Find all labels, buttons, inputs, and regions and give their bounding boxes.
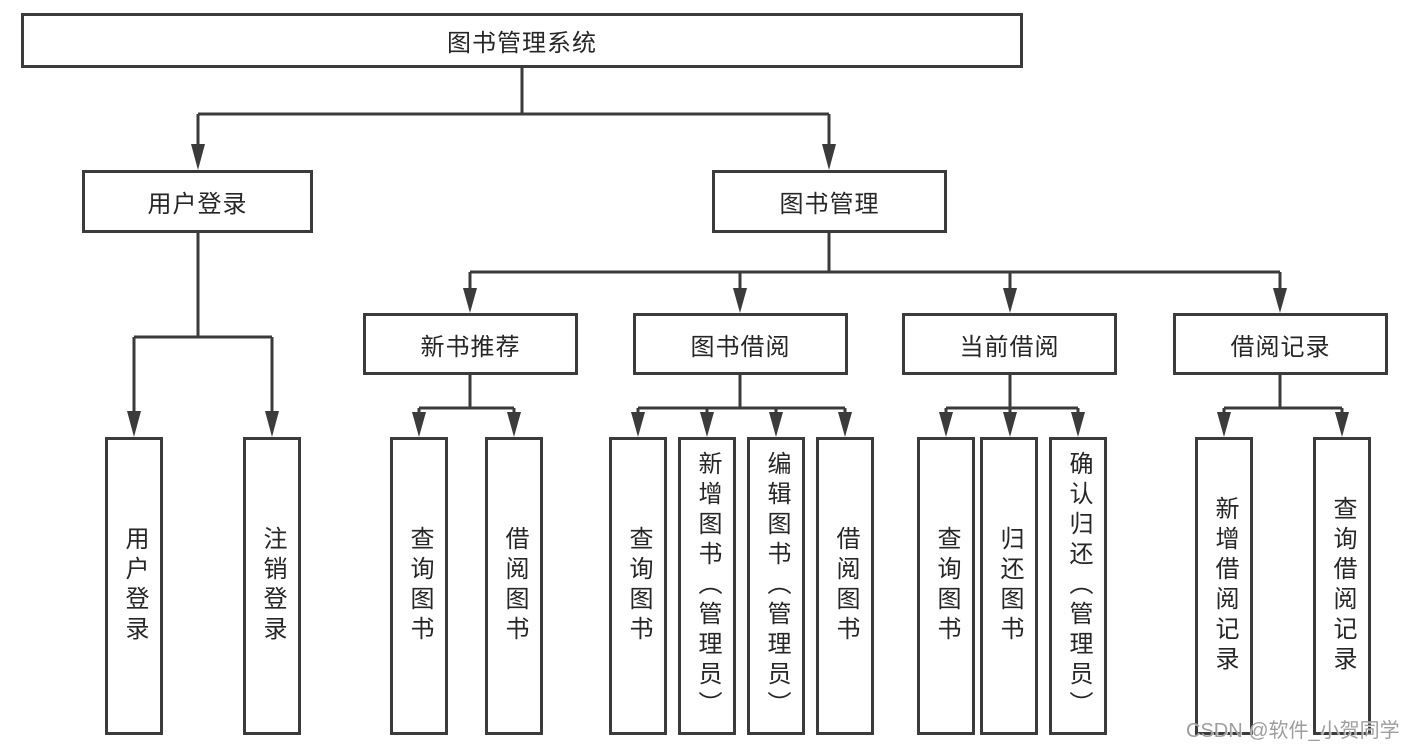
node-current-borrow: 当前借阅 (902, 313, 1117, 375)
leaf-query-book-borrow: 查询图书 (609, 437, 667, 735)
leaf-query-book-current: 查询图书 (917, 437, 975, 735)
leaf-return-book: 归还图书 (980, 437, 1038, 735)
node-book-borrow: 图书借阅 (633, 313, 848, 375)
leaf-logout: 注销登录 (243, 437, 301, 735)
leaf-borrow-book: 借阅图书 (816, 437, 874, 735)
leaf-add-borrow-record: 新增借阅记录 (1195, 437, 1253, 735)
leaf-user-login: 用户登录 (105, 437, 163, 735)
node-library-system: 图书管理系统 (21, 13, 1023, 68)
leaf-edit-book-admin: 编辑图书（管理员） (747, 437, 805, 735)
leaf-add-book-admin: 新增图书（管理员） (678, 437, 736, 735)
node-user-login: 用户登录 (82, 170, 313, 233)
node-new-book-recommend: 新书推荐 (363, 313, 578, 375)
leaf-query-borrow-record: 查询借阅记录 (1313, 437, 1371, 735)
node-book-management: 图书管理 (712, 170, 947, 233)
leaf-borrow-book-recommend: 借阅图书 (485, 437, 543, 735)
leaf-confirm-return-admin: 确认归还（管理员） (1049, 437, 1107, 735)
node-borrow-record: 借阅记录 (1173, 313, 1388, 375)
csdn-watermark: CSDN @软件_小贺同学 (1186, 720, 1400, 742)
leaf-query-book-recommend: 查询图书 (390, 437, 448, 735)
